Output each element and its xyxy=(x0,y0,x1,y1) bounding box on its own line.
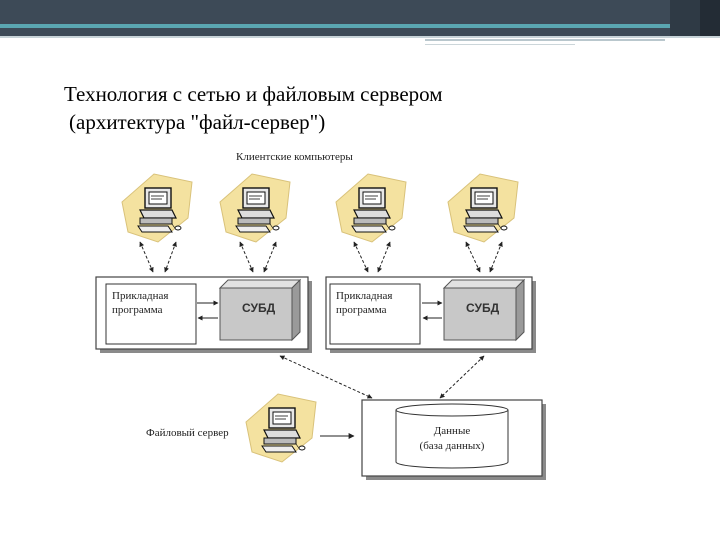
header-rule-short xyxy=(425,39,665,41)
dbms-label-1: СУБД xyxy=(242,301,276,315)
workstation-to-data-arrows xyxy=(279,355,485,399)
dbms-box-1 xyxy=(219,287,293,341)
file-server-label: Файловый сервер xyxy=(146,427,229,439)
client-to-workstation-arrows xyxy=(139,241,503,273)
slide-title-line1: Технология с сетью и файловым сервером xyxy=(64,82,443,106)
header-accent-stripe xyxy=(0,24,700,28)
workstation-group-2: Прикладная программа СУБД xyxy=(325,276,536,353)
app-label-2-line2: программа xyxy=(336,304,387,316)
header-corner-block-dark xyxy=(700,0,720,36)
computer-icon xyxy=(335,173,407,243)
database-cylinder xyxy=(395,403,509,417)
slide-title-line2: (архитектура "файл-сервер") xyxy=(69,110,326,134)
app-label-2-line1: Прикладная xyxy=(336,290,392,302)
slide-title: Технология с сетью и файловым сервером (… xyxy=(64,80,443,136)
app-label-1-line2: программа xyxy=(112,304,163,316)
file-server-computer xyxy=(245,393,317,463)
dbms-box-2 xyxy=(443,287,517,341)
data-label-line2: (база данных) xyxy=(420,440,485,452)
client-computer-2 xyxy=(219,173,291,243)
computer-icon xyxy=(447,173,519,243)
slide-header-bar xyxy=(0,0,720,36)
workstation-group-1: Прикладная программа СУБД xyxy=(95,276,312,353)
computer-icon xyxy=(219,173,291,243)
clients-label: Клиентские компьютеры xyxy=(236,151,353,163)
header-rule xyxy=(0,36,720,38)
header-rule-shorter xyxy=(425,44,575,45)
client-computer-1 xyxy=(121,173,193,243)
client-computer-3 xyxy=(335,173,407,243)
data-label-line1: Данные xyxy=(434,425,471,437)
computer-icon xyxy=(121,173,193,243)
client-computer-4 xyxy=(447,173,519,243)
app-label-1-line1: Прикладная xyxy=(112,290,168,302)
computer-icon xyxy=(245,393,317,463)
data-store: Данные (база данных) xyxy=(361,399,546,480)
dbms-label-2: СУБД xyxy=(466,301,500,315)
